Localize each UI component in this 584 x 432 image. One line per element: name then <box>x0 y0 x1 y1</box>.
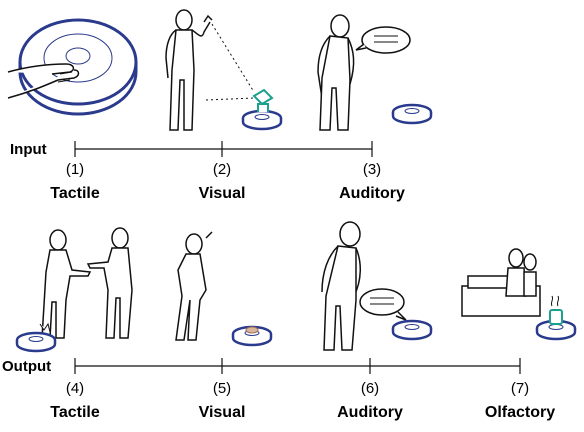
input-item-2-number: (2) <box>212 161 232 178</box>
output-item-7-number: (7) <box>510 380 530 397</box>
output-item-6-number: (6) <box>360 380 380 397</box>
output-item-5-number: (5) <box>212 380 232 397</box>
output-item-4-number: (4) <box>65 380 85 397</box>
input-row-label: Input <box>10 141 47 158</box>
output-timeline <box>74 358 521 374</box>
visual-output-illustration <box>175 231 273 347</box>
auditory-input-illustration <box>317 14 433 131</box>
input-item-3-name: Auditory <box>339 185 405 202</box>
tactile-output-illustration <box>15 227 133 353</box>
input-item-1-name: Tactile <box>50 185 100 202</box>
input-item-3-number: (3) <box>362 161 382 178</box>
visual-input-illustration <box>165 9 283 131</box>
auditory-output-illustration <box>321 221 433 351</box>
input-item-2-name: Visual <box>198 185 246 202</box>
input-timeline <box>74 141 373 157</box>
output-item-6-name: Auditory <box>337 404 403 421</box>
output-item-7-name: Olfactory <box>484 404 556 421</box>
olfactory-output-illustration <box>461 248 577 341</box>
tactile-input-illustration <box>7 18 138 116</box>
output-item-4-name: Tactile <box>50 404 100 421</box>
output-row-label: Output <box>2 358 52 375</box>
input-item-1-number: (1) <box>65 161 85 178</box>
output-item-5-name: Visual <box>198 404 246 421</box>
